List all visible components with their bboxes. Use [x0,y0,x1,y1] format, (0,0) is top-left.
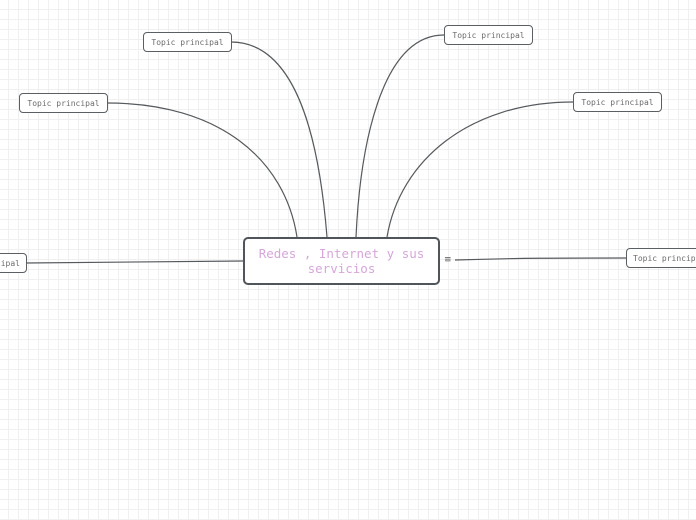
topic-node-left[interactable]: Topic principal [19,93,108,113]
topic-label: Topic principal [0,258,20,268]
topic-label: Topic principal [151,37,224,47]
topic-node-top-left[interactable]: Topic principal [143,32,232,52]
connector-left [25,260,244,264]
topic-label: Topic principal [581,97,654,107]
connector-right [454,257,627,261]
topic-node-top-right[interactable]: Topic principal [444,25,533,45]
topic-label: Topic principal [27,98,100,108]
connector-l [106,102,298,238]
connector-tr [355,34,445,238]
central-topic-label: Redes , Internet y sus servicios [258,246,425,276]
connector-r [386,101,574,238]
collapse-toggle-icon[interactable]: ≡ [444,255,452,265]
topic-node-left-partial[interactable]: Topic principal [0,253,27,273]
topic-label: Topic principal [452,30,525,40]
connector-tl [230,41,328,238]
central-topic-node[interactable]: Redes , Internet y sus servicios [243,237,440,285]
topic-label: Topic principal [633,253,696,263]
topic-node-right[interactable]: Topic principal [573,92,662,112]
topic-node-right-partial[interactable]: Topic principal [626,248,696,268]
